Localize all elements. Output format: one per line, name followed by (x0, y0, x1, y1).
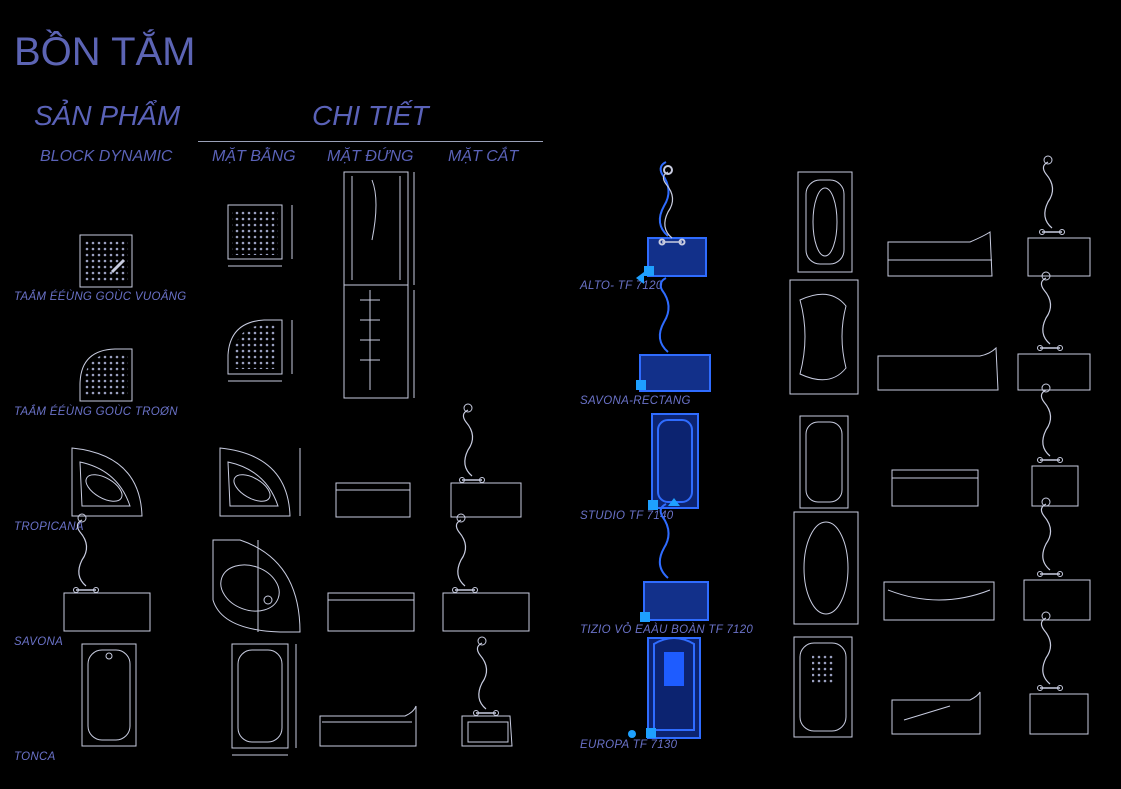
block-savona (63, 513, 151, 632)
section-studio (1031, 383, 1079, 507)
elevation-tropicana (335, 482, 411, 518)
block-square-shower-tray (79, 234, 133, 288)
plan-europa (793, 636, 853, 738)
selected-block-tizio[interactable] (640, 503, 709, 622)
plan-square-shower (227, 204, 293, 267)
label-square-shower: TAẮM ÉÉÙNG GOÙC VUOÂNG (14, 291, 187, 303)
plan-savona (212, 539, 301, 633)
header-plan: MẶT BẰNG (212, 148, 296, 165)
label-studio: STUDIO TF 7140 (580, 510, 674, 522)
elevation-tizio (883, 581, 995, 621)
section-savona-rectang (1017, 271, 1091, 391)
plan-round-shower (227, 319, 293, 382)
section-savona (442, 513, 530, 632)
label-tropicana: TROPICANA (14, 521, 84, 533)
plan-tizio (793, 511, 859, 625)
section-tropicana (450, 403, 522, 518)
elevation-savona (327, 592, 415, 632)
elevation-tonca (319, 705, 417, 747)
section-europa (1029, 611, 1089, 735)
elevation-savona-rectang (877, 346, 999, 391)
elevation-shower-cabin (343, 171, 415, 399)
plan-tropicana (219, 447, 301, 517)
header-elevation: MẶT ĐỨNG (327, 148, 414, 165)
label-round-shower: TAẮM ÉÉÙNG GOÙC TROØN (14, 406, 178, 418)
header-divider (198, 141, 543, 142)
elevation-studio (891, 469, 979, 507)
plan-studio (799, 415, 849, 509)
section-tonca (461, 636, 513, 747)
label-europa: EUROPA TF 7130 (580, 739, 678, 751)
header-section: MẶT CẮT (448, 148, 519, 165)
selected-block-alto[interactable] (636, 161, 707, 284)
block-tonca (81, 643, 137, 747)
section-tizio (1023, 497, 1091, 621)
label-savona: SAVONA (14, 636, 64, 648)
label-alto: ALTO- TF 7120 (580, 280, 663, 292)
selected-block-studio[interactable] (648, 413, 699, 510)
label-tizio: TIZIO VỎ EAÀU BOÀN TF 7120 (580, 624, 754, 636)
plan-alto (797, 171, 853, 273)
plan-tonca (231, 643, 297, 756)
label-tonca: TONCA (14, 751, 56, 763)
header-product: SẢN PHẨM (34, 100, 181, 131)
header-block-dynamic: BLOCK DYNAMIC (40, 148, 173, 165)
selected-block-savona-rectang[interactable] (636, 277, 711, 392)
drawing-title: BỒN TẮM (14, 30, 196, 74)
elevation-alto (887, 231, 993, 277)
selected-block-europa[interactable] (628, 637, 701, 739)
header-detail: CHI TIẾT (312, 100, 429, 131)
elevation-europa (891, 691, 981, 735)
section-alto (1027, 155, 1091, 277)
block-round-shower-tray (79, 348, 133, 402)
plan-savona-rectang (789, 279, 859, 395)
label-savona-rectang: SAVONA-RECTANG (580, 395, 691, 407)
block-tropicana (71, 447, 143, 517)
